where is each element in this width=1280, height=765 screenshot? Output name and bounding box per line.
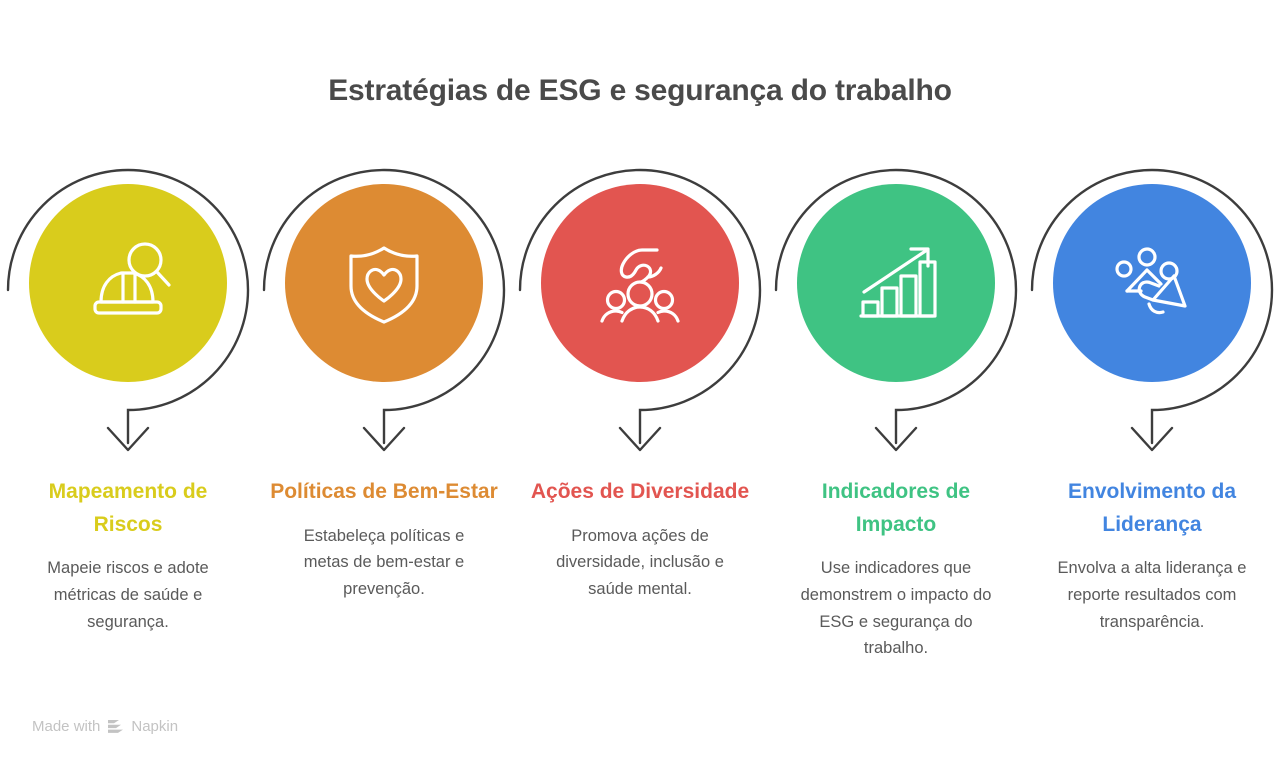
connector-arc-1 bbox=[6, 168, 250, 452]
step-circle-1 bbox=[29, 184, 227, 382]
connector-arc-5 bbox=[1030, 168, 1274, 452]
step-heading-4: Indicadores de Impacto bbox=[821, 480, 971, 536]
step-column-3: Ações de Diversidade Promova ações de di… bbox=[512, 160, 768, 603]
megaphone-audience-icon bbox=[1115, 247, 1187, 315]
connector-arc-4 bbox=[774, 168, 1018, 452]
connector-arc-3 bbox=[518, 168, 762, 452]
step-circle-3 bbox=[541, 184, 739, 382]
watermark-prefix: Made with bbox=[32, 718, 101, 735]
step-description-4: Use indicadores que demonstrem o impacto… bbox=[800, 559, 992, 658]
step-column-5: Envolvimento da Liderança Envolva a alta… bbox=[1024, 160, 1280, 635]
watermark: Made with Napkin bbox=[32, 718, 178, 735]
step-circle-2 bbox=[285, 184, 483, 382]
connector-arc-2 bbox=[262, 168, 506, 452]
step-node-4 bbox=[768, 160, 1024, 460]
shield-heart-icon bbox=[349, 246, 419, 324]
people-protection-hand-icon bbox=[600, 248, 680, 323]
step-description-3: Promova ações de diversidade, inclusão e… bbox=[556, 526, 724, 598]
step-node-3 bbox=[512, 160, 768, 460]
step-heading-2: Políticas de Bem-Estar bbox=[270, 480, 498, 503]
step-column-4: Indicadores de Impacto Use indicadores q… bbox=[768, 160, 1024, 662]
hard-hat-magnifier-icon bbox=[93, 242, 171, 315]
growth-bar-chart-arrow-icon bbox=[859, 247, 937, 318]
step-circle-5 bbox=[1053, 184, 1251, 382]
step-node-2 bbox=[256, 160, 512, 460]
page-title: Estratégias de ESG e segurança do trabal… bbox=[328, 74, 952, 107]
steps-row: Mapeamento de Riscos Mapeie riscos e ado… bbox=[0, 160, 1280, 662]
step-node-5 bbox=[1024, 160, 1280, 460]
step-column-1: Mapeamento de Riscos Mapeie riscos e ado… bbox=[0, 160, 256, 635]
step-description-2: Estabeleça políticas e metas de bem-esta… bbox=[303, 526, 465, 598]
step-heading-1: Mapeamento de Riscos bbox=[48, 480, 208, 536]
step-node-1 bbox=[0, 160, 256, 460]
step-description-1: Mapeie riscos e adote métricas de saúde … bbox=[47, 559, 209, 631]
watermark-brand: Napkin bbox=[131, 718, 179, 735]
step-column-2: Políticas de Bem-Estar Estabeleça políti… bbox=[256, 160, 512, 603]
step-heading-3: Ações de Diversidade bbox=[530, 480, 750, 503]
napkin-chevrons-logo-icon bbox=[108, 720, 124, 733]
step-heading-5: Envolvimento da Liderança bbox=[1067, 480, 1237, 536]
step-circle-4 bbox=[797, 184, 995, 382]
step-description-5: Envolva a alta liderança e reporte resul… bbox=[1057, 559, 1247, 631]
